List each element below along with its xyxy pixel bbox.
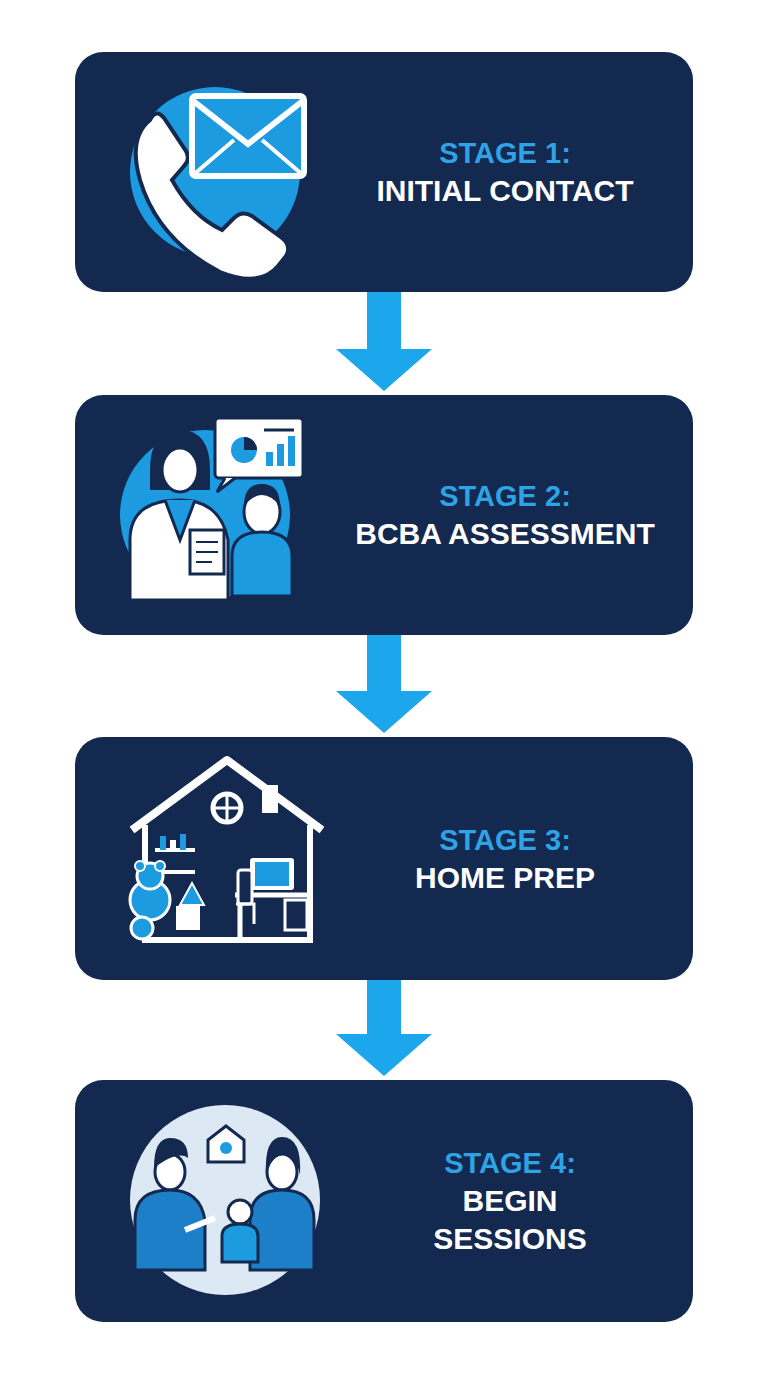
stage-title: HOME PREP [330,859,680,897]
text-group: STAGE 4:BEGIN SESSIONS [400,1080,620,1322]
home-icon [130,760,322,940]
stage-box: STAGE 4:BEGIN SESSIONS [75,1080,693,1322]
stage-title: BEGIN SESSIONS [400,1182,620,1258]
flow-arrow [336,629,432,733]
text-group: STAGE 3:HOME PREP [330,737,680,980]
stage-box: STAGE 2:BCBA ASSESSMENT [75,395,693,635]
flow-arrow [336,974,432,1076]
flow-arrow [336,286,432,391]
contact-icon [130,87,304,279]
stage-box: STAGE 3:HOME PREP [75,737,693,980]
stage-title: BCBA ASSESSMENT [330,515,680,553]
stage-box: STAGE 1:INITIAL CONTACT [75,52,693,292]
stage-label: STAGE 4: [400,1144,620,1182]
text-group: STAGE 1:INITIAL CONTACT [330,52,680,292]
stage-title: INITIAL CONTACT [330,172,680,210]
text-group: STAGE 2:BCBA ASSESSMENT [330,395,680,635]
assessment-icon [120,418,303,600]
stage-label: STAGE 2: [330,477,680,515]
session-icon [130,1105,320,1295]
stage-label: STAGE 1: [330,134,680,172]
stage-label: STAGE 3: [330,821,680,859]
